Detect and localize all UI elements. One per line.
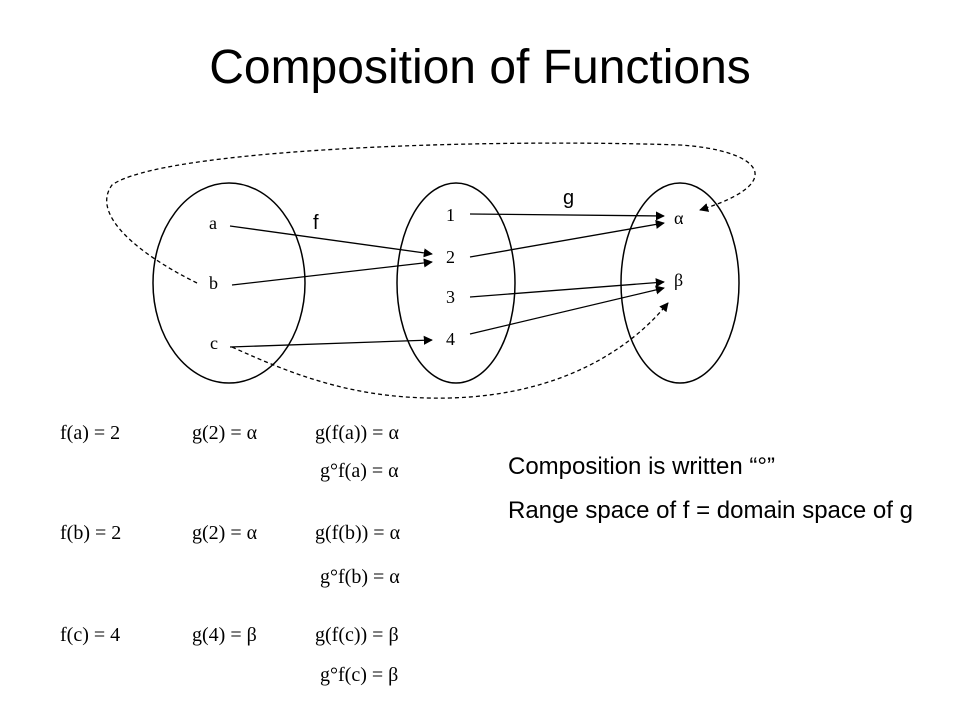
eq-gof-b: g°f(b) = α — [320, 566, 400, 588]
middle-label-4: 4 — [446, 329, 455, 349]
range-set-ellipse — [620, 182, 740, 384]
eq-gfa: g(f(a)) = α — [315, 422, 399, 444]
g-function-label: g — [563, 187, 574, 209]
eq-gof-c: g°f(c) = β — [320, 664, 399, 686]
f-function-label: f — [313, 212, 319, 234]
eq-gof-a: g°f(a) = α — [320, 460, 399, 482]
g-arrow-3-beta — [469, 278, 665, 298]
composition-curve-b-alpha — [106, 142, 756, 284]
domain-label-a: a — [209, 213, 217, 233]
f-arrow-b-2 — [231, 258, 433, 286]
middle-set-ellipse — [396, 182, 516, 384]
eq-g-2-second: g(2) = α — [192, 522, 258, 544]
note-range-domain: Range space of f = domain space of g — [508, 497, 913, 524]
eq-gfb: g(f(b)) = α — [315, 522, 401, 544]
eq-f-a: f(a) = 2 — [60, 422, 121, 444]
middle-label-2: 2 — [446, 247, 455, 267]
range-label-beta: β — [674, 270, 683, 290]
domain-label-b: b — [209, 273, 218, 293]
page-title: Composition of Functions — [209, 41, 751, 94]
range-label-alpha: α — [674, 208, 684, 228]
notes-panel: Composition is written “°” Range space o… — [508, 452, 928, 540]
eq-g-4: g(4) = β — [192, 624, 257, 646]
middle-label-3: 3 — [446, 287, 455, 307]
eq-g-2-first: g(2) = α — [192, 422, 258, 444]
note-composition-symbol: Composition is written “°” — [508, 453, 775, 480]
g-arrow-1-alpha — [469, 211, 665, 221]
domain-set-ellipse — [152, 182, 306, 384]
composition-curve-c-beta — [231, 302, 669, 399]
g-arrow-2-alpha — [469, 219, 665, 258]
middle-label-1: 1 — [446, 205, 455, 225]
eq-f-b: f(b) = 2 — [60, 522, 122, 544]
f-arrow-a-2 — [229, 225, 433, 258]
eq-f-c: f(c) = 4 — [60, 624, 121, 646]
g-arrow-4-beta — [469, 285, 665, 335]
domain-label-c: c — [210, 333, 218, 353]
eq-gfc: g(f(c)) = β — [315, 624, 399, 646]
f-arrow-c-4 — [229, 335, 433, 348]
